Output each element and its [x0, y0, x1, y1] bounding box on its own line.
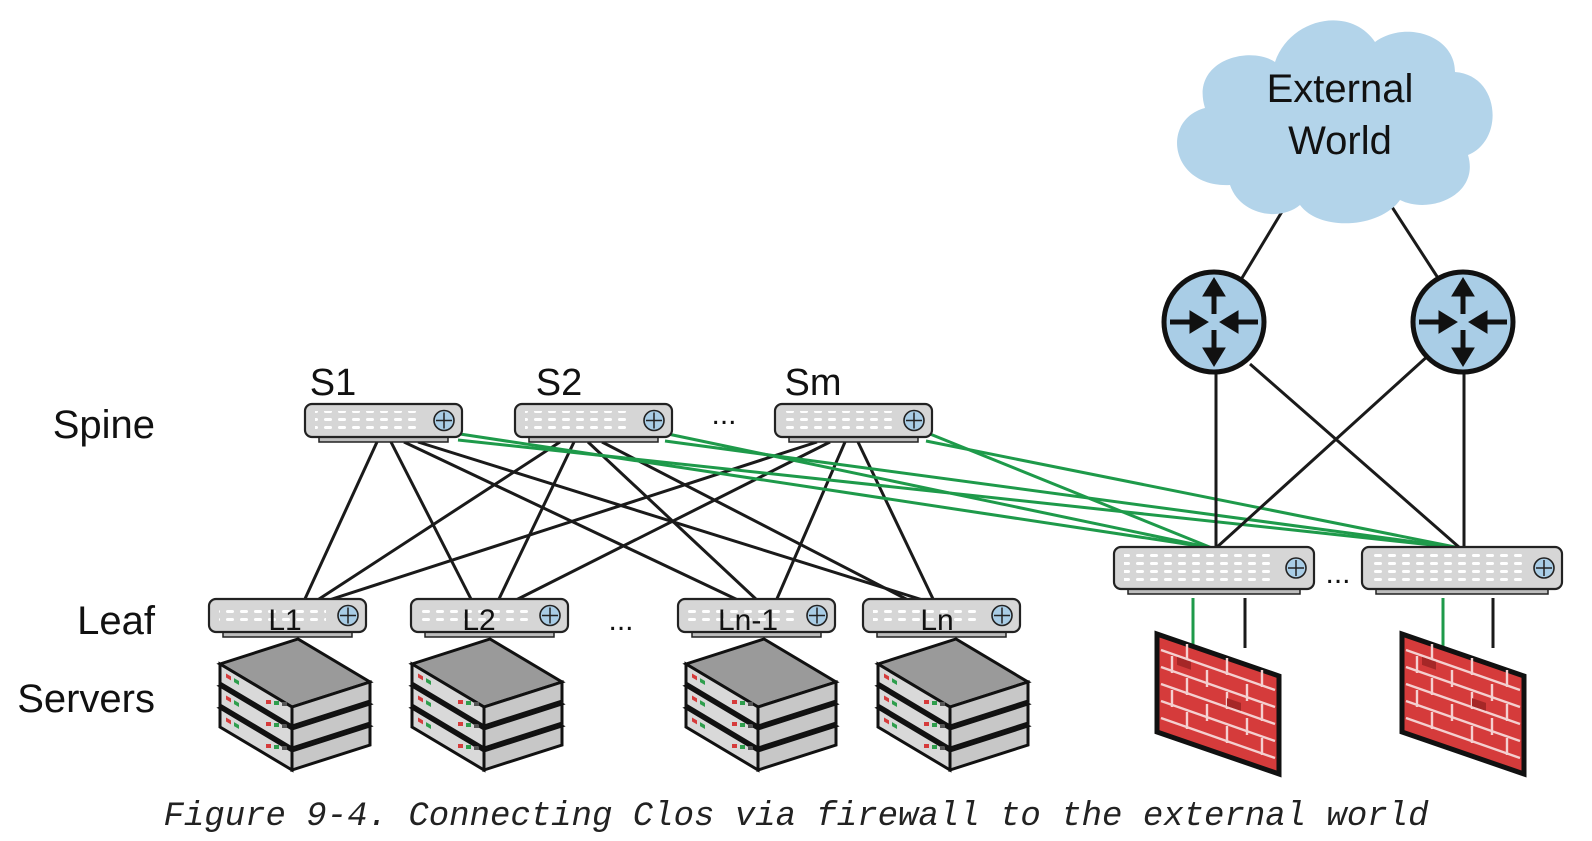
- router-glyph-icon: [337, 604, 359, 627]
- link-s1-l2: [389, 441, 474, 602]
- leaf-label-n: Ln: [920, 604, 953, 637]
- spine-switch-m: [773, 402, 934, 443]
- router-glyph-icon: [433, 409, 455, 432]
- external-world-cloud: External World: [1177, 20, 1493, 224]
- leaf-label-1: L1: [268, 604, 301, 637]
- router-1: [1161, 269, 1267, 375]
- router-glyph-icon: [539, 604, 561, 627]
- leaf-switch-n: [861, 597, 1022, 638]
- link-sm-ln: [856, 441, 936, 602]
- row-label-spine: Spine: [53, 403, 155, 447]
- firewall-1: [1157, 634, 1279, 774]
- spine-switch-2: [513, 402, 674, 443]
- spine-label-m: Sm: [785, 362, 842, 404]
- router-glyph-icon: [806, 604, 828, 627]
- spine-ellipsis: ...: [711, 398, 736, 431]
- row-label-servers: Servers: [17, 677, 155, 721]
- link-s1-l1: [302, 441, 379, 602]
- leaf-switch-n-1: [676, 597, 837, 638]
- leaf-label-n-1: Ln-1: [718, 604, 778, 637]
- server-stack-2: [410, 637, 564, 772]
- edge-links: [1214, 194, 1495, 648]
- server-stack-n: [876, 637, 1030, 772]
- link-r1-fw2: [1249, 362, 1461, 550]
- router-glyph-icon: [1285, 557, 1307, 579]
- router-glyph-icon: [643, 409, 665, 432]
- router-2: [1410, 269, 1516, 375]
- spine-label-2: S2: [536, 362, 582, 404]
- leaf-switch-2: [409, 597, 570, 638]
- leaf-label-2: L2: [462, 604, 495, 637]
- link-sm-fw2: [925, 439, 1461, 550]
- link-sm-l2: [513, 440, 831, 603]
- router-glyph-icon: [1533, 557, 1555, 579]
- link-cloud-r2: [1390, 206, 1440, 279]
- link-r2-fw1: [1214, 352, 1432, 550]
- link-sm-l1: [325, 440, 818, 603]
- server-stack-n-1: [684, 637, 838, 772]
- server-stack-1: [218, 637, 372, 772]
- cloud-label-line2: World: [1288, 119, 1392, 163]
- firewall-switch-2: [1360, 545, 1564, 595]
- link-s2-fw2: [664, 439, 1461, 550]
- spine-label-1: S1: [310, 362, 356, 404]
- router-glyph-icon: [991, 604, 1013, 627]
- link-sm-fw1: [929, 432, 1213, 550]
- firewall-switch-1: [1112, 545, 1316, 595]
- link-sm-ln1: [774, 441, 847, 602]
- spine-switch-1: [303, 402, 464, 443]
- link-s2-ln: [601, 440, 911, 603]
- link-s2-l1: [315, 440, 561, 603]
- leaf-switch-1: [207, 597, 368, 638]
- cloud-label-line1: External: [1267, 67, 1414, 111]
- row-label-leaf: Leaf: [77, 599, 156, 643]
- firewall-links: [457, 432, 1461, 550]
- router-glyph-icon: [903, 409, 925, 432]
- link-s2-l2: [496, 441, 576, 602]
- figure-caption: Figure 9-4. Connecting Clos via firewall…: [163, 798, 1429, 836]
- leaf-ellipsis: ...: [608, 604, 633, 637]
- firewall-2: [1402, 634, 1524, 774]
- fw-switch-ellipsis: ...: [1325, 557, 1350, 590]
